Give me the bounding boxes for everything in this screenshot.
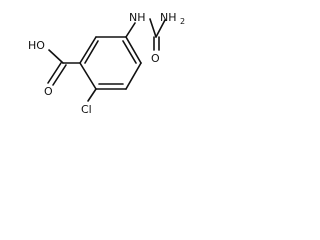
bond-nh-urea-c	[149, 18, 157, 38]
bond-urea-c-nh2	[155, 19, 166, 38]
amine-nh-label: NH	[129, 11, 146, 24]
molecule-structure: HO O Cl NH NH 2 O	[28, 11, 185, 116]
ring-bond-c4-c5	[125, 36, 142, 64]
ring-bond-c1-c2	[79, 62, 97, 90]
ring-bond-c3-c4	[125, 62, 142, 90]
bond-carboxyl-c-oh	[48, 49, 64, 64]
urea-group: NH NH 2 O	[125, 11, 185, 65]
carboxyl-oxygen-label: O	[44, 85, 53, 98]
urea-oxygen-label: O	[151, 52, 160, 65]
amide-nh2-subscript: 2	[180, 17, 185, 26]
ring-bond-c6-c1	[79, 36, 97, 64]
ring-double-bond-c4-c5	[122, 40, 137, 64]
bond-carboxyl-c-o-double-1	[47, 62, 62, 84]
bond-carboxyl-c-o-double-2	[52, 64, 67, 86]
ring-double-bond-c6-c1	[84, 40, 99, 64]
amide-nh2-label: NH	[160, 11, 177, 24]
benzene-ring	[79, 36, 142, 90]
bond-c2-cl	[87, 88, 97, 102]
chlorine-substituent: Cl	[81, 88, 97, 116]
chlorine-label: Cl	[81, 103, 92, 116]
carboxylic-acid-group: HO O	[28, 39, 81, 98]
bond-c4-nh	[125, 22, 136, 38]
hydroxyl-label: HO	[28, 39, 45, 52]
